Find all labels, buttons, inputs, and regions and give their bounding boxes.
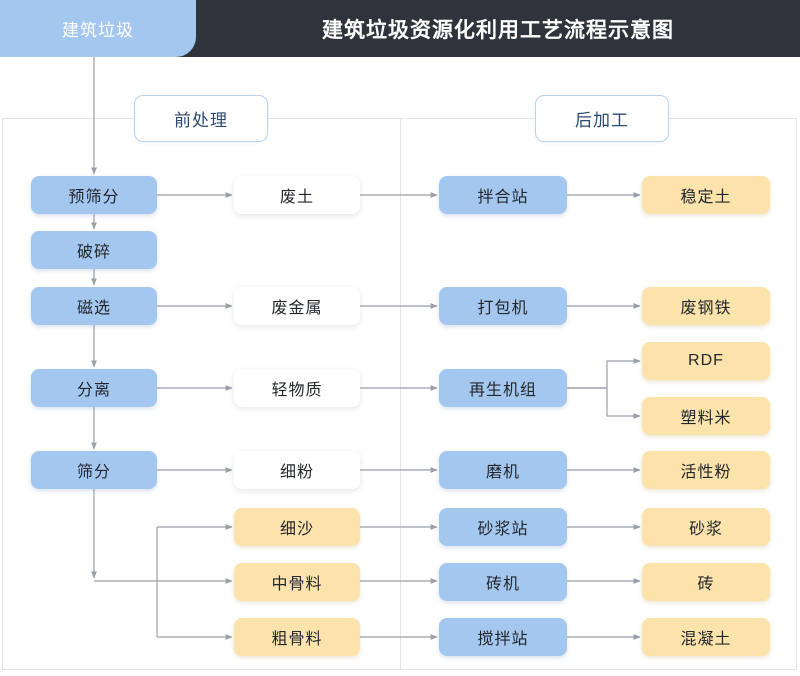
panel-divider [400, 118, 401, 670]
section-label-post: 后加工 [535, 95, 669, 142]
source-tab[interactable]: 建筑垃圾 [0, 0, 196, 57]
n-brick[interactable]: 砖 [642, 563, 770, 601]
node-label: 砂浆 [688, 521, 723, 538]
n-batch-plant[interactable]: 搅拌站 [439, 618, 567, 656]
n-concrete[interactable]: 混凝土 [642, 618, 770, 656]
n-plastic[interactable]: 塑料米 [642, 397, 770, 435]
n-fine-powder[interactable]: 细粉 [234, 451, 360, 489]
n-separate[interactable]: 分离 [31, 369, 157, 407]
node-label: 破碎 [76, 244, 111, 261]
n-light[interactable]: 轻物质 [234, 369, 360, 407]
n-magnetic[interactable]: 磁选 [31, 287, 157, 325]
node-label: 混凝土 [680, 631, 732, 648]
diagram-panel [2, 118, 797, 670]
node-label: 粗骨料 [271, 631, 323, 648]
n-mix-plant[interactable]: 拌合站 [439, 176, 567, 214]
n-active-pwd[interactable]: 活性粉 [642, 451, 770, 489]
node-label: 砖机 [485, 576, 520, 593]
node-label: 打包机 [477, 300, 529, 317]
node-label: 磨机 [485, 464, 520, 481]
node-label: 砖 [697, 576, 715, 593]
n-screen[interactable]: 筛分 [31, 451, 157, 489]
page-title: 建筑垃圾资源化利用工艺流程示意图 [322, 18, 674, 42]
node-label: 分离 [76, 382, 111, 399]
n-brick-mach[interactable]: 砖机 [439, 563, 567, 601]
node-label: 拌合站 [477, 189, 529, 206]
n-pre-screen[interactable]: 预筛分 [31, 176, 157, 214]
node-label: 活性粉 [680, 464, 732, 481]
node-label: 塑料米 [680, 410, 732, 427]
n-rdf[interactable]: RDF [642, 342, 770, 380]
node-label: 废土 [279, 189, 314, 206]
node-label: 再生机组 [468, 382, 537, 399]
n-stable-soil[interactable]: 稳定土 [642, 176, 770, 214]
node-label: 预筛分 [68, 189, 120, 206]
n-regen-unit[interactable]: 再生机组 [439, 369, 567, 407]
n-baler[interactable]: 打包机 [439, 287, 567, 325]
n-fine-sand[interactable]: 细沙 [234, 508, 360, 546]
section-label-pre: 前处理 [134, 95, 268, 142]
node-label: 筛分 [76, 464, 111, 481]
node-label: 搅拌站 [477, 631, 529, 648]
n-scrap-steel[interactable]: 废钢铁 [642, 287, 770, 325]
n-mill[interactable]: 磨机 [439, 451, 567, 489]
node-label: 砂浆站 [477, 521, 529, 538]
node-label: 中骨料 [271, 576, 323, 593]
n-mortar-st[interactable]: 砂浆站 [439, 508, 567, 546]
n-scrap-metal[interactable]: 废金属 [234, 287, 360, 325]
node-label: 细粉 [279, 464, 314, 481]
n-crush[interactable]: 破碎 [31, 231, 157, 269]
n-coarse-agg[interactable]: 粗骨料 [234, 618, 360, 656]
node-label: 磁选 [76, 300, 111, 317]
node-label: 轻物质 [271, 382, 323, 399]
node-label: RDF [688, 352, 724, 369]
n-mid-agg[interactable]: 中骨料 [234, 563, 360, 601]
node-label: 废钢铁 [680, 300, 732, 317]
n-waste-soil[interactable]: 废土 [234, 176, 360, 214]
n-mortar[interactable]: 砂浆 [642, 508, 770, 546]
node-label: 稳定土 [680, 189, 732, 206]
node-label: 细沙 [279, 521, 314, 538]
node-label: 废金属 [271, 300, 323, 317]
